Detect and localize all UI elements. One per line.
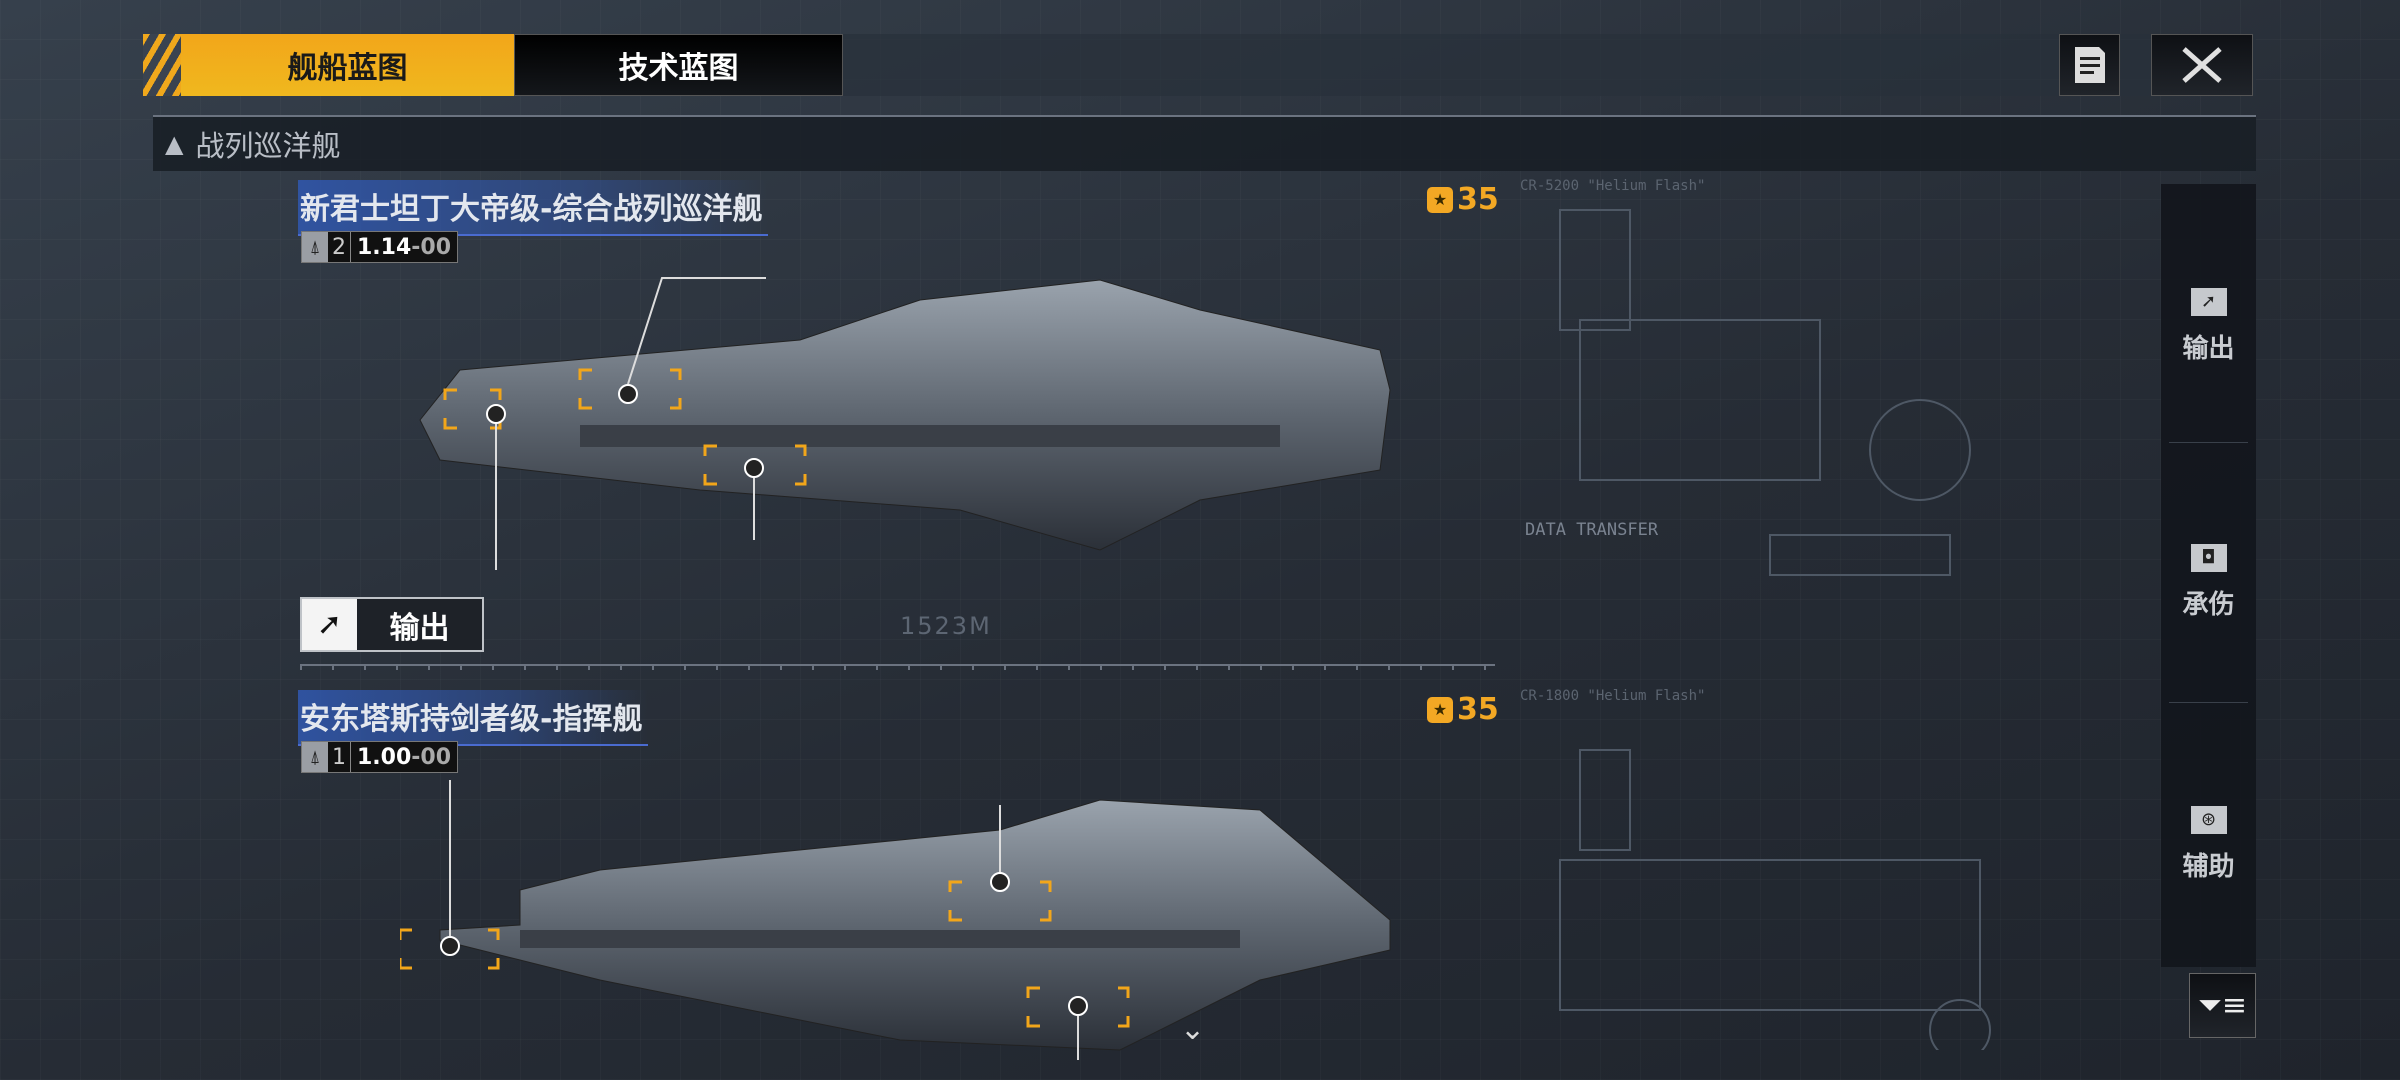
arrow-output-icon: ➚	[316, 607, 343, 642]
cost-icon: ★	[1427, 696, 1453, 723]
ship-title[interactable]: 新君士坦丁大帝级-综合战列巡洋舰	[298, 180, 769, 236]
output-role-label: 输出	[389, 610, 450, 646]
cost-value: 35	[1457, 692, 1499, 727]
cost-value: 35	[1457, 182, 1499, 217]
sidebar-item-tank[interactable]: ◘ 承伤	[2161, 452, 2256, 712]
scroll-down-chevron-icon[interactable]: ⌄	[1180, 1012, 1206, 1047]
filter-icon: ⏷≡	[2197, 988, 2248, 1023]
ship-stat-badge: ⍋ 1 1.00-00	[301, 741, 459, 773]
ship-silhouette-icon: ⍋	[309, 236, 321, 258]
category-label: 战列巡洋舰	[195, 129, 341, 163]
ship-value: 1.00-00	[351, 742, 458, 772]
sidebar-item-support[interactable]: ⊛ 辅助	[2161, 714, 2256, 974]
ship-image-command-ship[interactable]	[400, 780, 1400, 1080]
filter-button[interactable]: ⏷≡	[2189, 973, 2256, 1038]
hazard-stripe	[143, 34, 181, 96]
sidebar-item-output[interactable]: ➚ 输出	[2161, 196, 2256, 456]
value-suffix: -00	[411, 744, 452, 770]
blueprint-label: CR-1800 "Helium Flash"	[1520, 688, 1706, 704]
document-list-icon	[2074, 47, 2105, 83]
close-x-icon	[2182, 47, 2222, 83]
tab-ship-blueprint[interactable]: 舰船蓝图	[181, 34, 514, 96]
value-suffix: -00	[411, 234, 452, 260]
blueprint-schematic	[1559, 209, 1991, 1050]
ship-count: 2	[328, 232, 351, 262]
value-main: 1.00	[357, 744, 412, 770]
tab-tech-blueprint[interactable]: 技术蓝图	[514, 34, 843, 96]
category-bar: ▲ 战列巡洋舰	[153, 115, 2256, 171]
output-role-button[interactable]: ➚ 输出	[300, 597, 484, 652]
ship-value: 1.14-00	[351, 232, 458, 262]
blueprint-label: CR-5200 "Helium Flash"	[1520, 178, 1706, 194]
length-scale-label: 1523M	[900, 612, 992, 640]
output-arrow-icon: ➚	[2190, 287, 2227, 316]
divider	[2169, 442, 2248, 443]
role-filter-sidebar: ➚ 输出 ◘ 承伤 ⊛ 辅助	[2161, 184, 2256, 967]
sidebar-item-label: 辅助	[2182, 851, 2235, 882]
ship-silhouette-icon: ⍋	[309, 746, 321, 768]
ship-title[interactable]: 安东塔斯持剑者级-指挥舰	[298, 690, 649, 746]
ship-image-battlecruiser[interactable]	[400, 270, 1400, 570]
support-pulse-icon: ⊛	[2190, 805, 2227, 834]
ship-count: 1	[328, 742, 351, 772]
data-transfer-label: DATA TRANSFER	[1525, 520, 1659, 540]
cost-icon: ★	[1427, 186, 1453, 213]
ship-cost: ★35	[1427, 182, 1499, 217]
shield-icon: ◘	[2190, 543, 2227, 572]
ship-stat-badge: ⍋ 2 1.14-00	[301, 231, 459, 263]
chevron-rank-icon: ▲	[165, 130, 184, 158]
value-main: 1.14	[357, 234, 412, 260]
divider	[2169, 702, 2248, 703]
sidebar-item-label: 承伤	[2182, 589, 2235, 620]
sidebar-item-label: 输出	[2182, 333, 2235, 364]
ship-cost: ★35	[1427, 692, 1499, 727]
notes-button[interactable]	[2059, 34, 2120, 96]
close-button[interactable]	[2151, 34, 2253, 96]
length-ruler	[300, 664, 1495, 670]
